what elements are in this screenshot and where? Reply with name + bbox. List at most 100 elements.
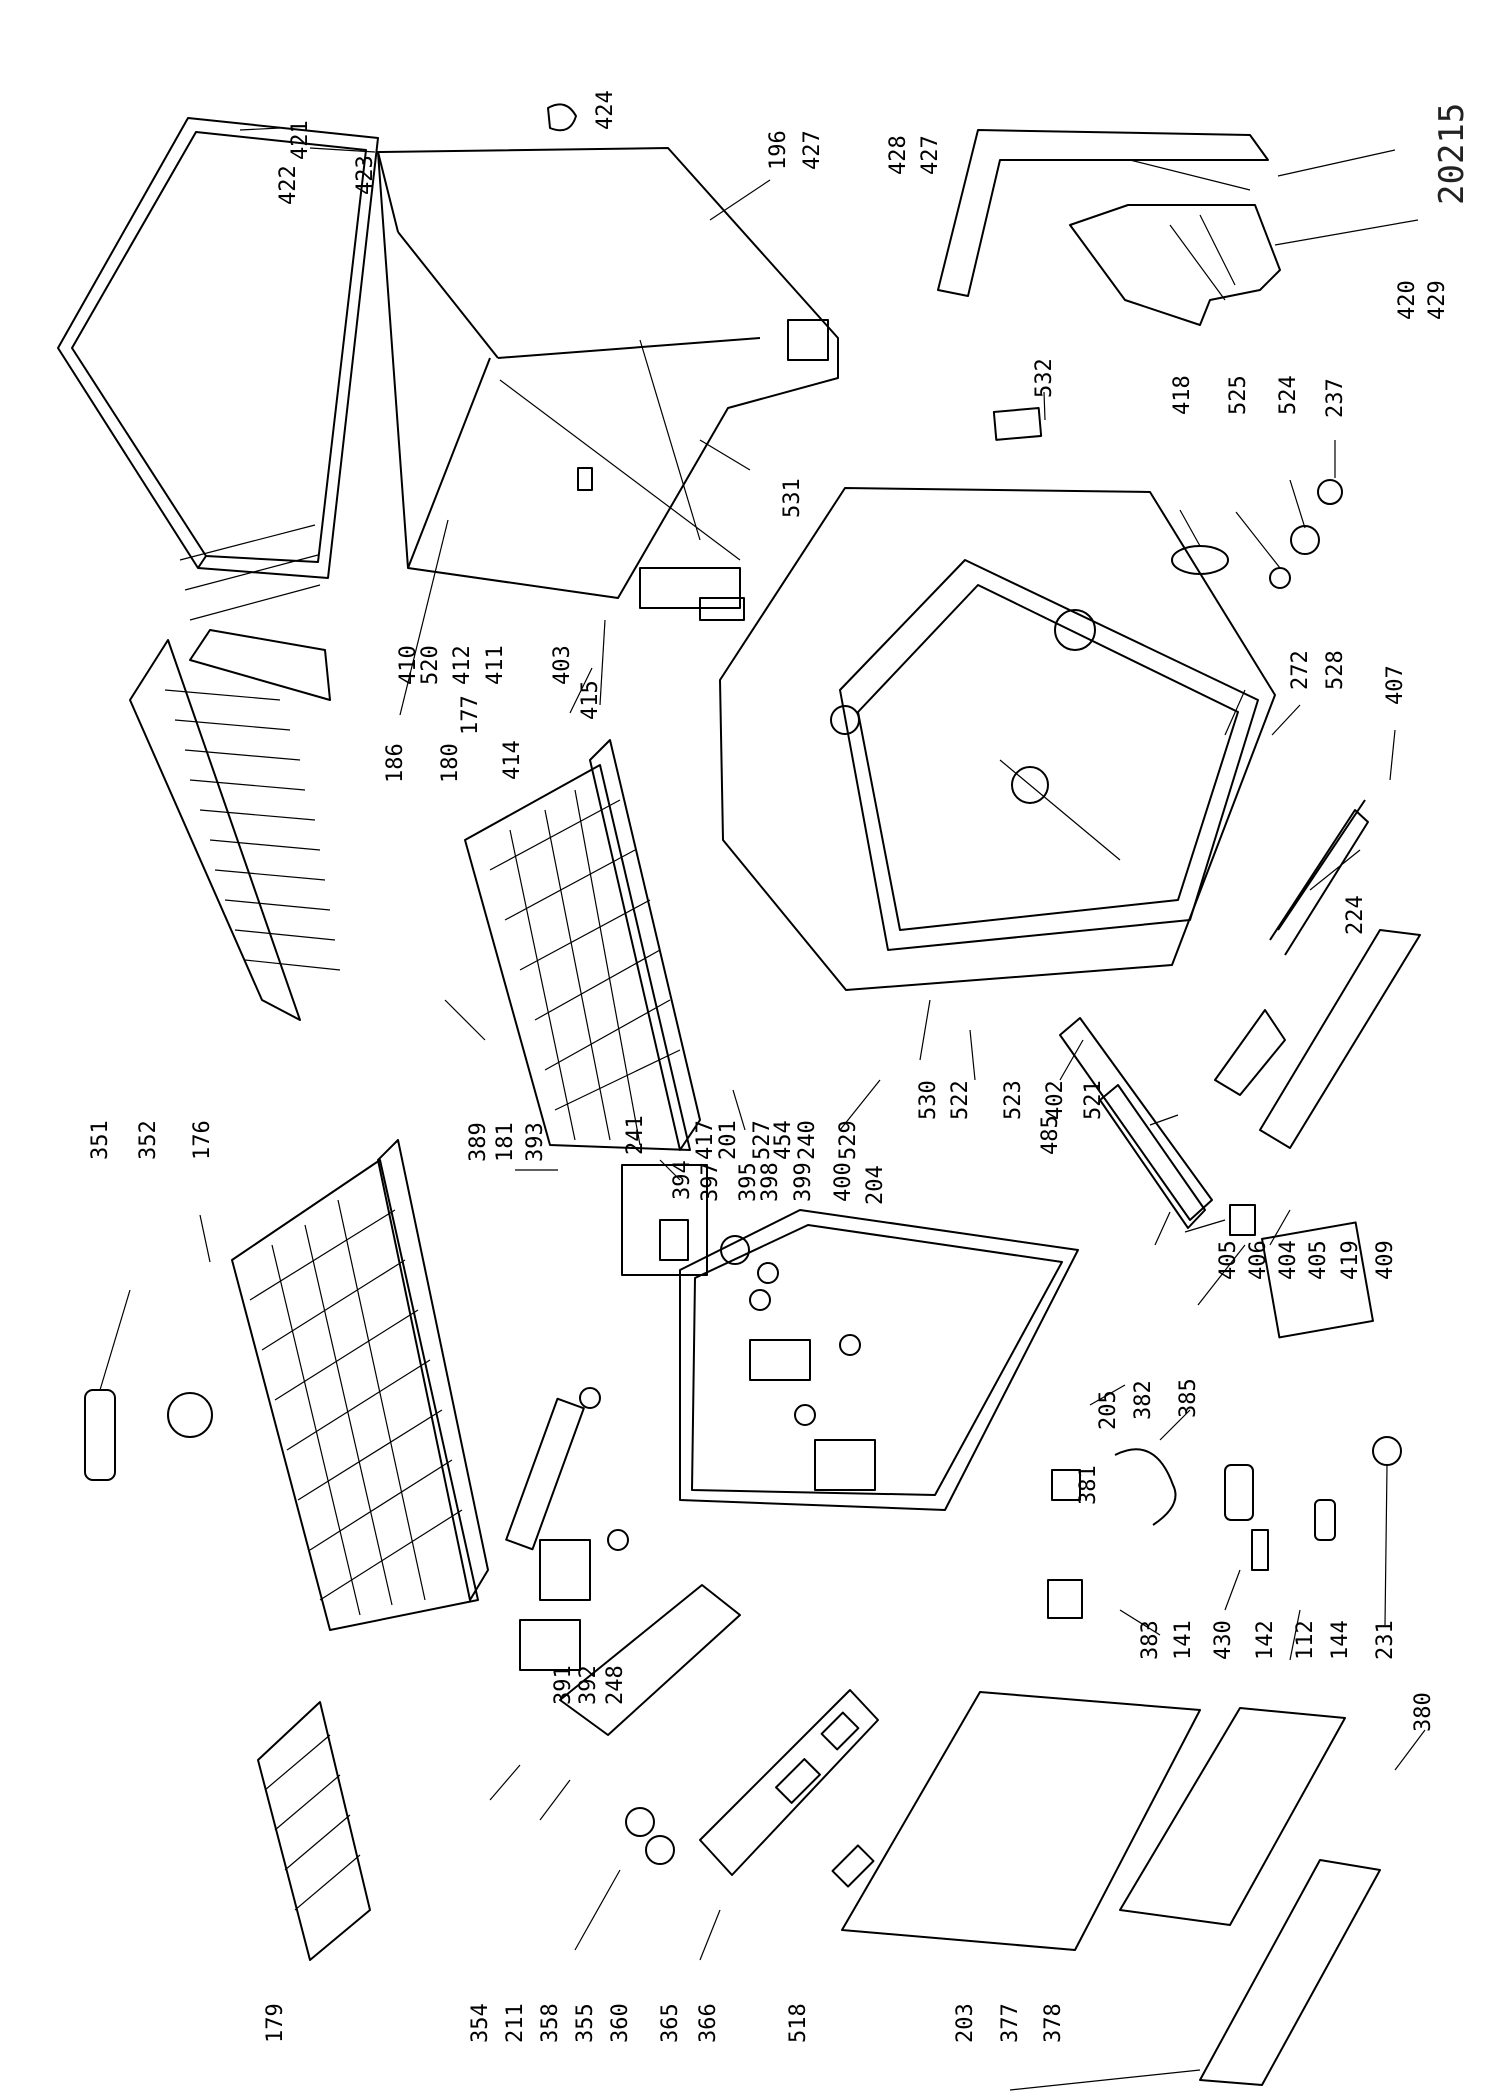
callout-380: 380	[1411, 1692, 1436, 1732]
callout-405b: 405	[1306, 1240, 1331, 1280]
leader-lines	[99, 127, 1426, 2091]
callout-231: 231	[1373, 1620, 1398, 1660]
callout-485: 485	[1038, 1115, 1063, 1155]
callout-237: 237	[1323, 378, 1348, 418]
callout-427b: 427	[918, 135, 943, 175]
door-inner-panel	[679, 1209, 1079, 1511]
callout-351: 351	[88, 1120, 113, 1160]
callout-528: 528	[1323, 650, 1348, 690]
small-parts-top-right	[992, 407, 1343, 589]
callout-224: 224	[1343, 895, 1368, 935]
callout-529: 529	[836, 1120, 861, 1160]
callout-403: 403	[550, 645, 575, 685]
callout-383: 383	[1138, 1620, 1163, 1660]
callout-404: 404	[1276, 1240, 1301, 1280]
callout-358: 358	[538, 2003, 563, 2043]
upper-basket	[464, 739, 701, 1151]
callout-414: 414	[500, 740, 525, 780]
callout-422: 422	[276, 165, 301, 205]
callout-531: 531	[780, 478, 805, 518]
callout-532: 532	[1032, 358, 1057, 398]
callout-392: 392	[576, 1665, 601, 1705]
callout-399: 399	[791, 1162, 816, 1202]
tine-racks	[129, 524, 341, 1021]
callout-398: 398	[758, 1162, 783, 1202]
callout-415: 415	[578, 680, 603, 720]
callout-176: 176	[190, 1120, 215, 1160]
callout-407: 407	[1383, 665, 1408, 705]
callout-112: 112	[1293, 1620, 1318, 1660]
callout-530: 530	[916, 1080, 941, 1120]
lower-basket	[231, 1139, 489, 1631]
callout-179: 179	[263, 2003, 288, 2043]
callout-395: 395	[736, 1162, 761, 1202]
callout-522: 522	[948, 1080, 973, 1120]
callout-430: 430	[1211, 1620, 1236, 1660]
callout-420: 420	[1395, 280, 1420, 320]
callout-523: 523	[1001, 1080, 1026, 1120]
callout-402: 402	[1043, 1080, 1068, 1120]
callout-520: 520	[418, 645, 443, 685]
callout-366: 366	[696, 2003, 721, 2043]
callout-378: 378	[1041, 2003, 1066, 2043]
callout-352: 352	[136, 1120, 161, 1160]
callout-524: 524	[1276, 375, 1301, 415]
worktop-cover	[57, 117, 379, 579]
callout-411: 411	[483, 645, 508, 685]
callout-417: 417	[693, 1120, 718, 1160]
side-rails	[1059, 929, 1421, 1339]
control-components	[519, 1529, 675, 1865]
callout-377: 377	[998, 2003, 1023, 2043]
callout-360: 360	[608, 2003, 633, 2043]
callout-410: 410	[396, 645, 421, 685]
side-trim-frame	[937, 129, 1281, 326]
callout-521: 521	[1081, 1080, 1106, 1120]
callout-400: 400	[831, 1162, 856, 1202]
cutlery-basket	[257, 1701, 371, 1961]
callout-186: 186	[383, 743, 408, 783]
callout-393: 393	[523, 1122, 548, 1162]
outer-door-panel	[841, 1691, 1201, 1951]
callout-391: 391	[551, 1665, 576, 1705]
callout-201: 201	[716, 1120, 741, 1160]
callout-211: 211	[503, 2003, 528, 2043]
callout-427a: 427	[800, 130, 825, 170]
callout-240: 240	[795, 1120, 820, 1160]
callout-248: 248	[603, 1665, 628, 1705]
callout-381: 381	[1076, 1465, 1101, 1505]
callout-418: 418	[1170, 375, 1195, 415]
control-fascia	[559, 1584, 879, 1888]
spray-arm-parts	[84, 1387, 601, 1551]
callout-142: 142	[1253, 1620, 1278, 1660]
callout-180: 180	[438, 743, 463, 783]
callout-409: 409	[1373, 1240, 1398, 1280]
callout-205: 205	[1096, 1390, 1121, 1430]
callout-385: 385	[1176, 1378, 1201, 1418]
callout-365: 365	[658, 2003, 683, 2043]
callout-405a: 405	[1216, 1240, 1241, 1280]
callout-454: 454	[771, 1120, 796, 1160]
callout-354: 354	[468, 2003, 493, 2043]
callout-419: 419	[1338, 1240, 1363, 1280]
callout-181: 181	[493, 1122, 518, 1162]
callout-177: 177	[458, 695, 483, 735]
callout-196: 196	[766, 130, 791, 170]
callout-272: 272	[1288, 650, 1313, 690]
electrical-parts	[1047, 1436, 1402, 1619]
callout-203: 203	[953, 2003, 978, 2043]
callout-204: 204	[863, 1165, 888, 1205]
callout-382: 382	[1131, 1380, 1156, 1420]
door-trim	[1119, 1707, 1381, 2086]
callout-423: 423	[353, 155, 378, 195]
callout-518: 518	[786, 2003, 811, 2043]
callout-355: 355	[573, 2003, 598, 2043]
inner-tub	[719, 487, 1276, 991]
callout-397: 397	[698, 1162, 723, 1202]
callout-241: 241	[623, 1115, 648, 1155]
callout-389: 389	[466, 1122, 491, 1162]
drawing-number: 20215	[1432, 102, 1472, 205]
callout-406: 406	[1246, 1240, 1271, 1280]
callout-424: 424	[593, 90, 618, 130]
